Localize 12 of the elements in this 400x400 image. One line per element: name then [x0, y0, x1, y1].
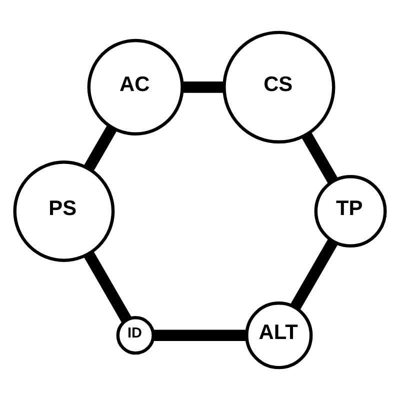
connector [182, 82, 224, 93]
node-circle: TP [314, 175, 387, 248]
connector [290, 238, 338, 310]
connector [154, 330, 246, 341]
node-circle: ALT [245, 302, 313, 370]
connector [84, 251, 132, 322]
node-circle: CS [222, 30, 336, 144]
node-circle: PS [13, 160, 115, 262]
connector [84, 125, 117, 172]
connector [302, 132, 338, 184]
node-circle: AC [87, 38, 184, 136]
node-circle: ID [116, 316, 155, 355]
